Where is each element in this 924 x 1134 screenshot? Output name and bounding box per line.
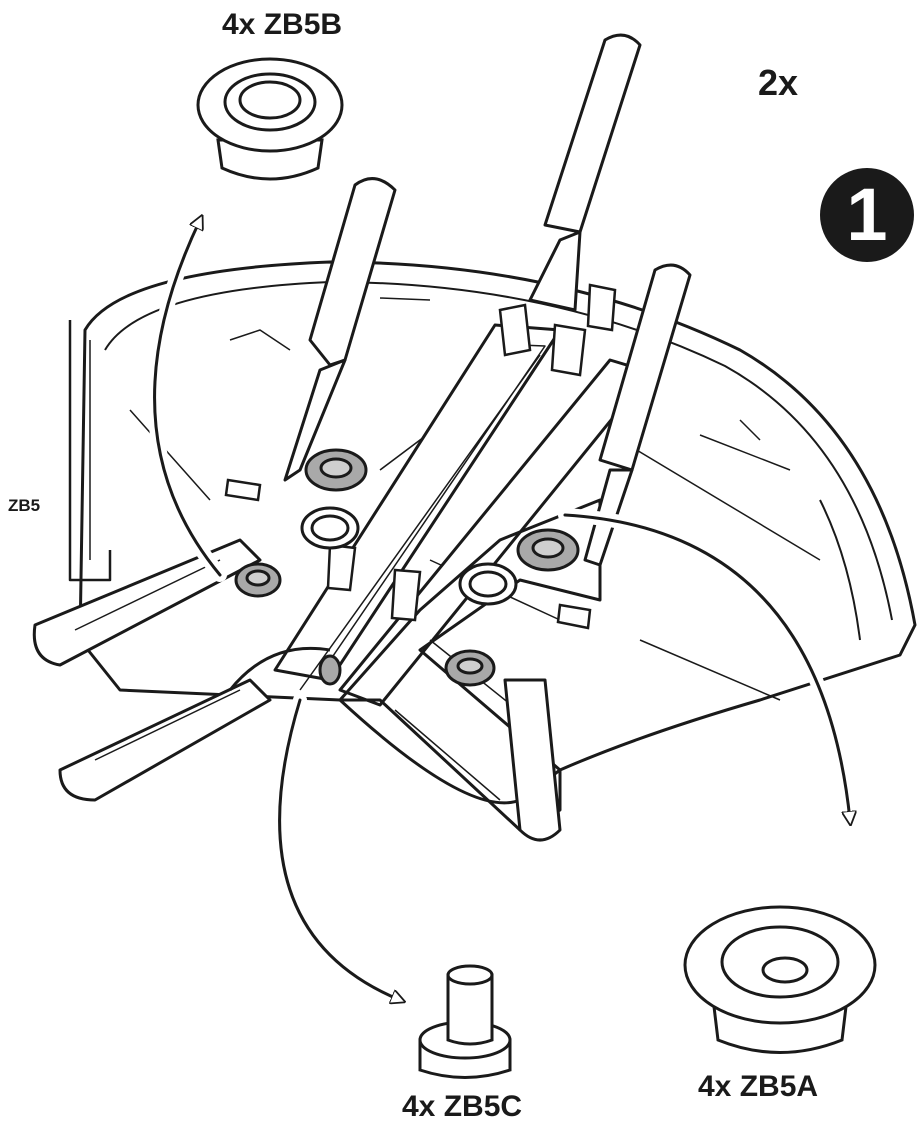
part-zb5c <box>418 964 512 1079</box>
label-zb5b: 4x ZB5B <box>222 8 343 41</box>
lever-handles <box>32 33 692 842</box>
label-zb5c: 4x ZB5C <box>402 1090 523 1123</box>
clamp-fixtures <box>224 283 617 630</box>
grommet-holes <box>234 448 580 687</box>
step-number-badge: 1 <box>820 168 914 262</box>
arrow-to-zb5c <box>272 693 407 1007</box>
label-multiplier: 2x <box>758 62 799 103</box>
pin-part <box>318 654 342 686</box>
part-zb5b <box>196 57 344 181</box>
direction-arrows <box>147 220 850 1007</box>
label-zb5a: 4x ZB5A <box>698 1070 819 1103</box>
label-zb5: ZB5 <box>8 496 41 515</box>
part-zb5a <box>683 905 877 1054</box>
